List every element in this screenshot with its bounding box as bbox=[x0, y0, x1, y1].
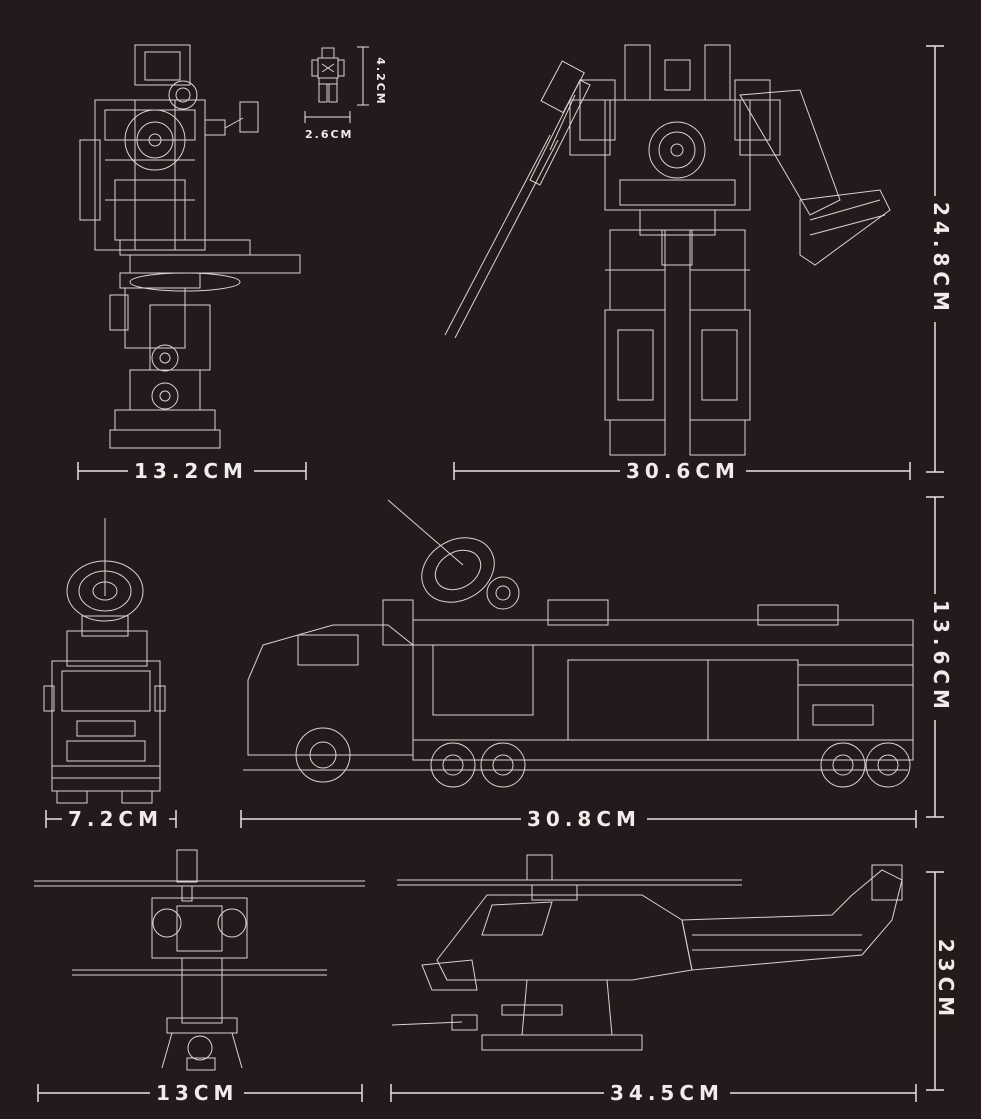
robot-front-view-icon bbox=[444, 44, 891, 456]
truck-front-view-icon bbox=[43, 518, 166, 804]
minifigure-icon bbox=[311, 47, 345, 103]
truck-height-label: 13.6CM bbox=[929, 594, 953, 720]
minifig-height-label: 4.2CM bbox=[373, 57, 387, 106]
heli-side-length-label: 34.5CM bbox=[604, 1083, 730, 1103]
robot-side-view-icon bbox=[79, 44, 301, 449]
heli-height-label: 23CM bbox=[934, 932, 958, 1028]
robot-side-width-label: 13.2CM bbox=[128, 461, 254, 481]
helicopter-side-view-icon bbox=[392, 854, 903, 1051]
robot-height-label: 24.8CM bbox=[929, 196, 953, 322]
helicopter-front-view-icon bbox=[34, 849, 365, 1071]
truck-side-length-label: 30.8CM bbox=[521, 809, 647, 829]
heli-front-width-label: 13CM bbox=[150, 1083, 245, 1103]
truck-side-view-icon bbox=[243, 499, 914, 788]
robot-front-width-label: 30.6CM bbox=[620, 461, 746, 481]
truck-front-width-label: 7.2CM bbox=[62, 809, 170, 829]
minifig-width-label: 2.6CM bbox=[305, 128, 354, 141]
